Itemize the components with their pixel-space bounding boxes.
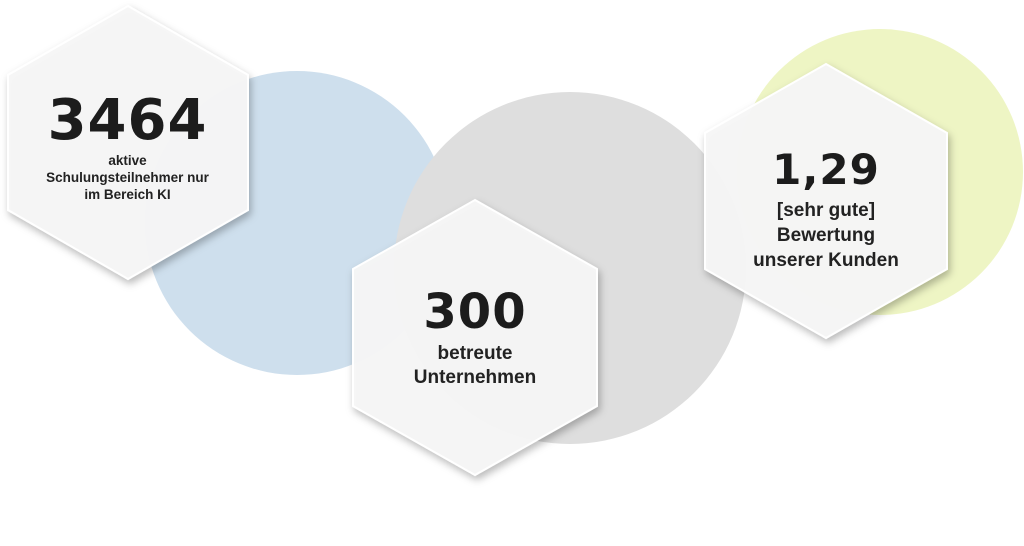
stat-participants-label-line-2: Schulungsteilnehmer nur xyxy=(46,170,209,185)
stat-companies-value: 300 xyxy=(423,284,527,340)
stat-companies: 300 betreute Unternehmen xyxy=(360,282,590,390)
stat-rating-label-line-3: unserer Kunden xyxy=(753,250,899,271)
stat-rating-label-line-1: [sehr gute] xyxy=(776,200,876,221)
stat-rating: 1,29 [sehr gute] Bewertung unserer Kunde… xyxy=(712,142,940,273)
stat-companies-label-line-2: Unternehmen xyxy=(413,367,537,388)
stat-participants-label-line-3: im Bereich KI xyxy=(84,187,171,202)
stat-participants: 3464 aktive Schulungsteilnehmer nur im B… xyxy=(20,90,235,203)
stat-hexagon-3 xyxy=(704,62,948,340)
stat-rating-value: 1,29 xyxy=(772,145,880,194)
stat-hexagon-1 xyxy=(7,4,249,281)
stat-participants-label-line-1: aktive xyxy=(108,153,147,168)
stat-participants-value: 3464 xyxy=(47,88,208,153)
stat-companies-label-line-1: betreute xyxy=(437,343,513,364)
stat-rating-label-line-2: Bewertung xyxy=(776,225,876,246)
stat-hexagon-2 xyxy=(352,198,598,477)
